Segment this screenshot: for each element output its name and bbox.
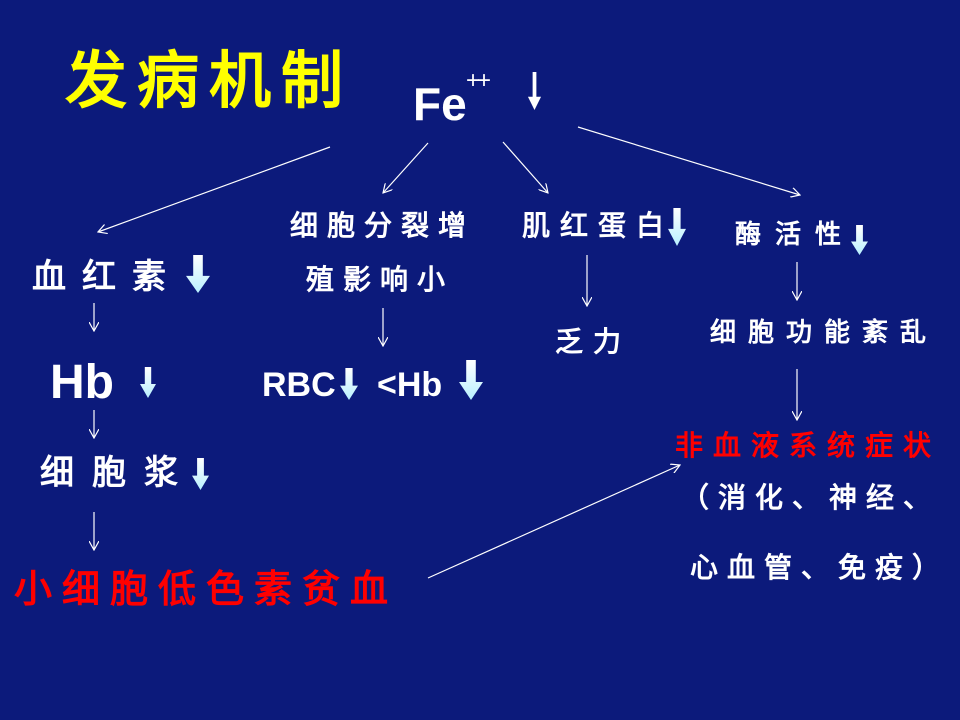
hb-down-arrow-icon [140,367,156,398]
rbc-down-arrow-icon [340,368,358,400]
symptom-systems-line2: 心血管、免疫） [690,551,950,584]
heme-down-arrow-icon [186,255,210,293]
iron-down-arrow-icon [527,72,542,110]
rbc-label: RBC [262,366,336,404]
connector-fe-to-heme [98,146,331,232]
fatigue-outcome: 乏力 [555,325,632,358]
non-blood-symptoms-label: 非血液系统症状 [675,429,942,462]
connector-fe-to-cell-division [383,142,429,193]
symptom-systems-line1: （消化、神经、 [681,481,941,514]
cell-dysfunction-label: 细胞功能紊乱 [710,318,939,348]
connector-anemia-to-symptoms [427,465,680,579]
heme-label: 血红素 [32,257,182,297]
slide-title: 发病机制 [65,44,354,117]
anemia-outcome: 小细胞低色素贫血 [14,567,399,611]
enzyme-down-arrow-icon [851,225,868,255]
rbc-hb-down-arrow-icon [459,360,483,400]
enzyme-label: 酶活性 [735,220,856,250]
connector-fe-to-enzyme [577,126,800,195]
myoglobin-label: 肌红蛋白 [522,209,675,242]
connector-fe-to-myoglobin [502,141,548,193]
iron-charge: ++ [466,67,491,94]
cytoplasm-down-arrow-icon [192,458,209,490]
iron-symbol: Fe [413,78,467,130]
rbc-hb-label: <Hb [377,366,443,404]
cell-division-line2: 殖影响小 [306,263,455,296]
hb-label: Hb [50,356,114,409]
myoglobin-down-arrow-icon [668,208,686,246]
cell-division-line1: 细胞分裂增 [290,209,476,242]
cytoplasm-label: 细胞浆 [40,453,196,493]
